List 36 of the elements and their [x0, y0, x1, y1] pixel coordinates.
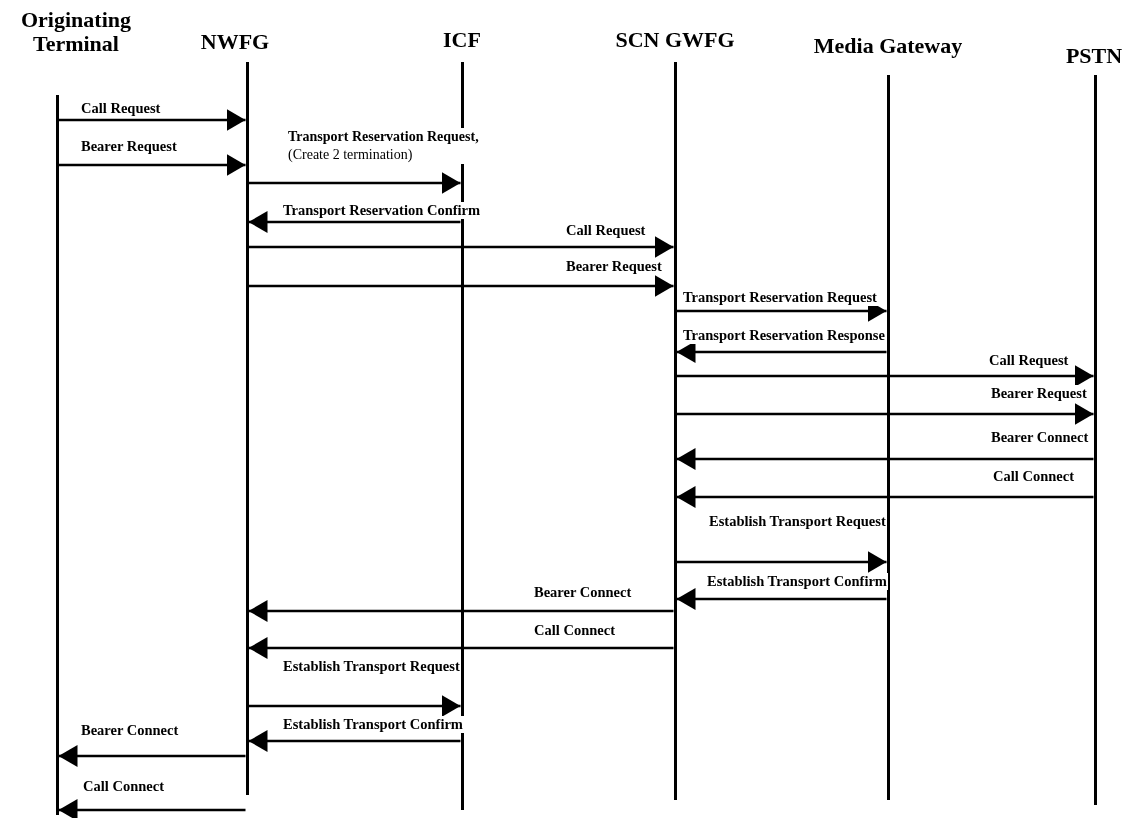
message-arrow [58, 109, 246, 131]
message-label: Bearer Request [990, 385, 1088, 402]
message-arrow [676, 403, 1094, 425]
message-label: Establish Transport Request [708, 513, 887, 530]
message-label: Call Request [80, 100, 162, 117]
message-arrow [676, 551, 887, 573]
message-arrow [676, 448, 1094, 470]
message-arrow [58, 154, 246, 176]
message-label: Call Request [988, 352, 1070, 369]
message-label: Transport Reservation Confirm [282, 202, 482, 219]
message-label: Bearer Request [80, 138, 178, 155]
message-arrow [248, 236, 674, 258]
participant-name: ICF [442, 28, 482, 52]
message-arrow [58, 745, 246, 767]
participant-name: Media Gateway [812, 34, 964, 58]
participant-name: PSTN [1064, 44, 1124, 68]
message-arrow [676, 486, 1094, 508]
message-arrow [676, 365, 1094, 387]
message-arrow [248, 211, 461, 233]
message-arrow [248, 275, 674, 297]
message-label: Call Request [565, 222, 647, 239]
participant-name: NWFG [199, 30, 271, 54]
message-arrow [248, 172, 461, 194]
message-arrow [58, 799, 246, 818]
message-label: Transport Reservation Response [682, 327, 886, 344]
participant-name: SCN GWFG [614, 28, 736, 52]
message-label: Establish Transport Request [282, 658, 461, 675]
message-arrow [248, 695, 461, 717]
message-arrow [248, 600, 674, 622]
message-arrow [248, 730, 461, 752]
participant-name: Originating Terminal [20, 8, 132, 56]
message-label: Transport Reservation Request [682, 289, 878, 306]
message-label: Bearer Request [565, 258, 663, 275]
message-label: Establish Transport Confirm [706, 573, 888, 590]
message-arrow [248, 637, 674, 659]
message-label: Establish Transport Confirm [282, 716, 464, 733]
